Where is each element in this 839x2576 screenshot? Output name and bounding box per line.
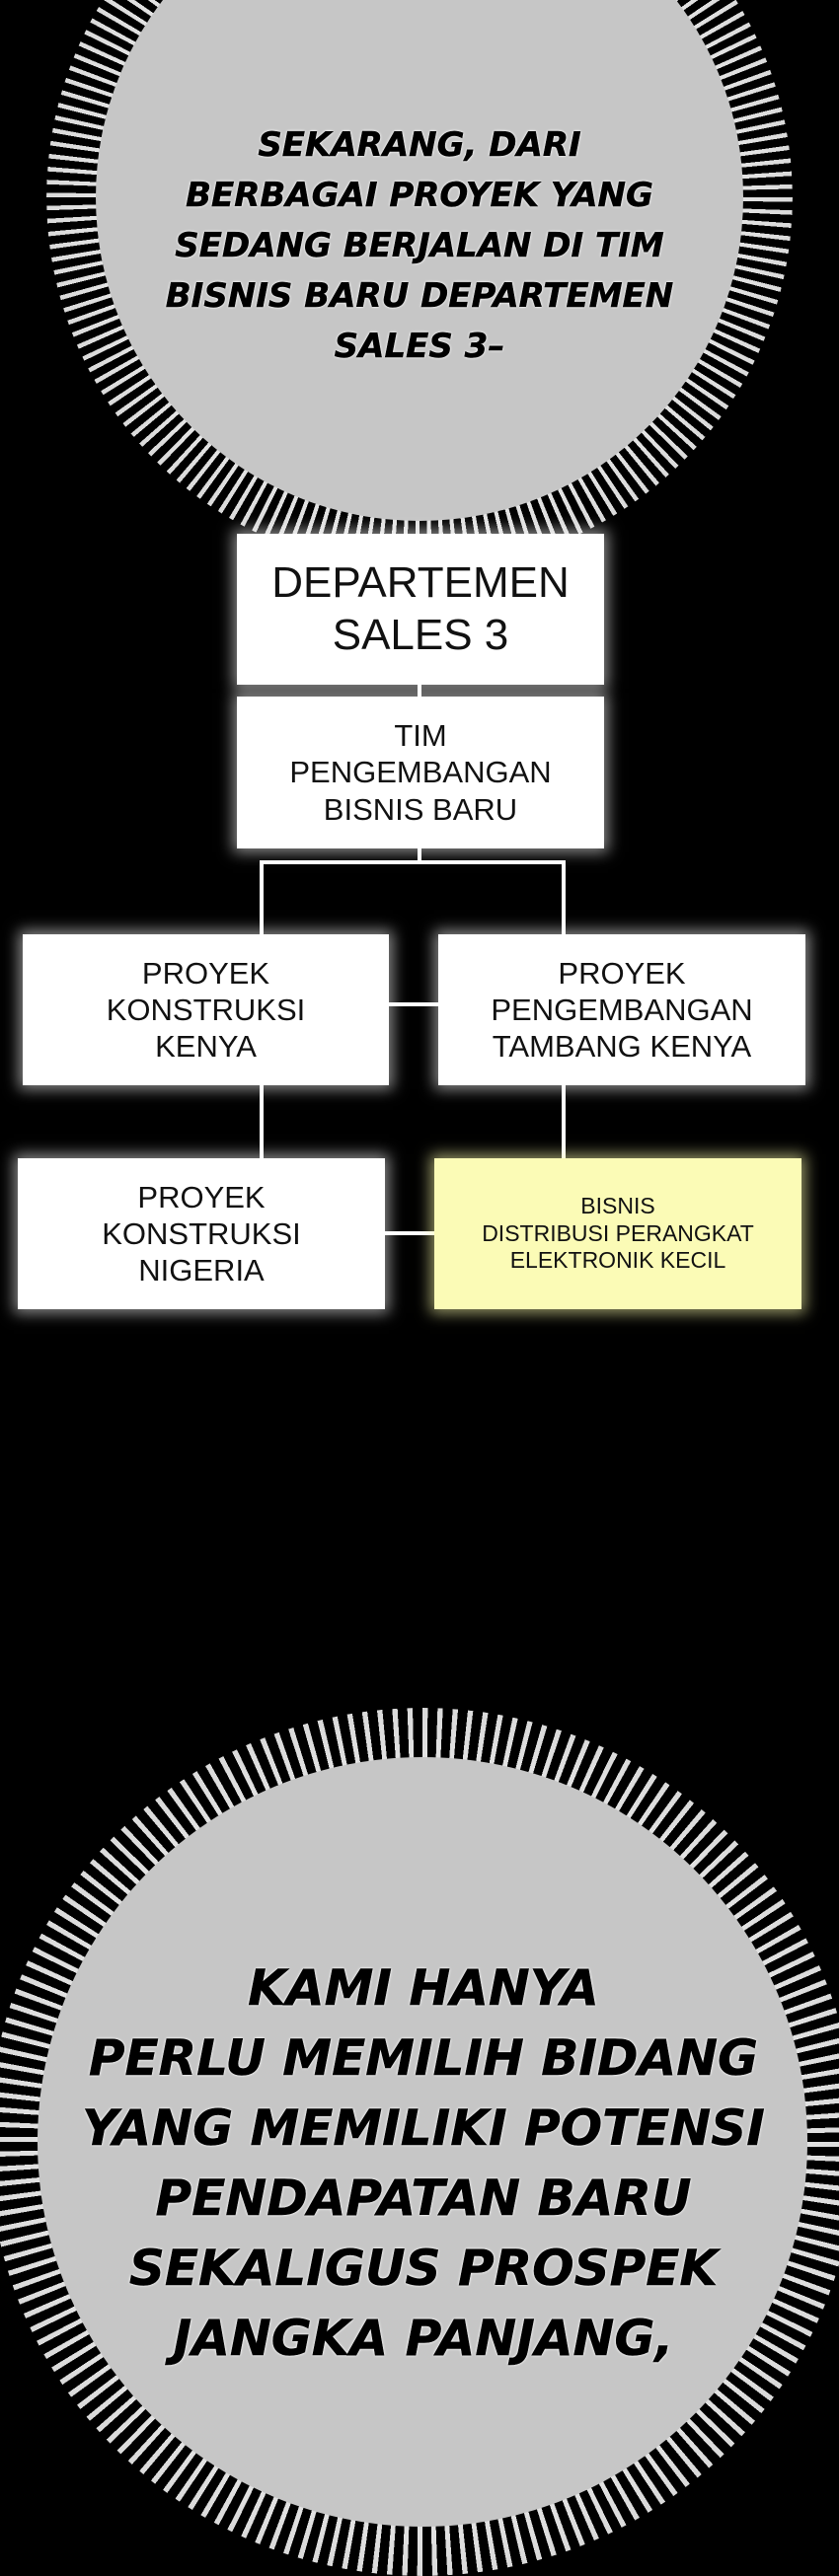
box-text: NIGERIA bbox=[138, 1253, 265, 1288]
box-text: PENGEMBANGAN bbox=[289, 755, 552, 790]
box-text: KONSTRUKSI bbox=[102, 1215, 301, 1251]
text-line: KAMI HANYA bbox=[248, 1959, 599, 2018]
project-box-nigeria-construction: PROYEK KONSTRUKSI NIGERIA bbox=[18, 1158, 385, 1309]
project-box-kenya-construction: PROYEK KONSTRUKSI KENYA bbox=[23, 934, 389, 1085]
box-text: ELEKTRONIK KECIL bbox=[509, 1247, 726, 1274]
connector bbox=[260, 1083, 264, 1160]
connector bbox=[387, 1002, 440, 1006]
connector bbox=[260, 860, 566, 864]
text-line: BERBAGAI PROYEK YANG bbox=[186, 176, 653, 216]
text-line: YANG MEMILIKI POTENSI bbox=[82, 2099, 765, 2158]
text-line: SEKALIGUS PROSPEK bbox=[128, 2240, 719, 2298]
project-box-kenya-mining: PROYEK PENGEMBANGAN TAMBANG KENYA bbox=[438, 934, 805, 1085]
bottom-bubble-text: KAMI HANYA PERLU MEMILIH BIDANG YANG MEM… bbox=[8, 1953, 839, 2374]
bottom-speech-bubble bbox=[38, 1757, 807, 2527]
connector bbox=[260, 860, 264, 937]
connector bbox=[383, 1231, 436, 1235]
box-text: SALES 3 bbox=[332, 610, 509, 659]
text-line: JANGKA PANJANG, bbox=[173, 2310, 674, 2368]
text-line: SEDANG BERJALAN DI TIM bbox=[175, 226, 664, 266]
top-bubble-text: SEKARANG, DARI BERBAGAI PROYEK YANG SEDA… bbox=[0, 120, 839, 372]
box-text: DISTRIBUSI PERANGKAT bbox=[482, 1219, 754, 1246]
text-line: PERLU MEMILIH BIDANG bbox=[88, 2029, 759, 2088]
department-box: DEPARTEMEN SALES 3 bbox=[237, 534, 604, 685]
team-box: TIM PENGEMBANGAN BISNIS BARU bbox=[237, 697, 604, 848]
box-text: TIM bbox=[394, 718, 447, 754]
box-text: PENGEMBANGAN bbox=[491, 992, 753, 1027]
top-speech-bubble bbox=[96, 0, 743, 521]
connector bbox=[418, 681, 421, 700]
box-text: BISNIS BARU bbox=[323, 791, 518, 827]
box-text: BISNIS bbox=[580, 1193, 655, 1219]
box-text: DEPARTEMEN bbox=[271, 557, 570, 607]
text-line: SEKARANG, DARI bbox=[258, 125, 581, 166]
box-text: KONSTRUKSI bbox=[106, 992, 306, 1027]
text-line: SALES 3– bbox=[334, 327, 505, 367]
project-box-electronics-distribution: BISNIS DISTRIBUSI PERANGKAT ELEKTRONIK K… bbox=[434, 1158, 801, 1309]
box-text: PROYEK bbox=[141, 955, 270, 991]
box-text: PROYEK bbox=[558, 955, 686, 991]
text-line: PENDAPATAN BARU bbox=[155, 2170, 692, 2228]
box-text: KENYA bbox=[155, 1029, 257, 1065]
box-text: TAMBANG KENYA bbox=[492, 1029, 752, 1065]
connector bbox=[562, 860, 566, 937]
connector bbox=[418, 846, 421, 864]
connector bbox=[562, 1083, 566, 1160]
text-line: BISNIS BARU DEPARTEMEN bbox=[165, 276, 674, 317]
box-text: PROYEK bbox=[137, 1179, 266, 1214]
